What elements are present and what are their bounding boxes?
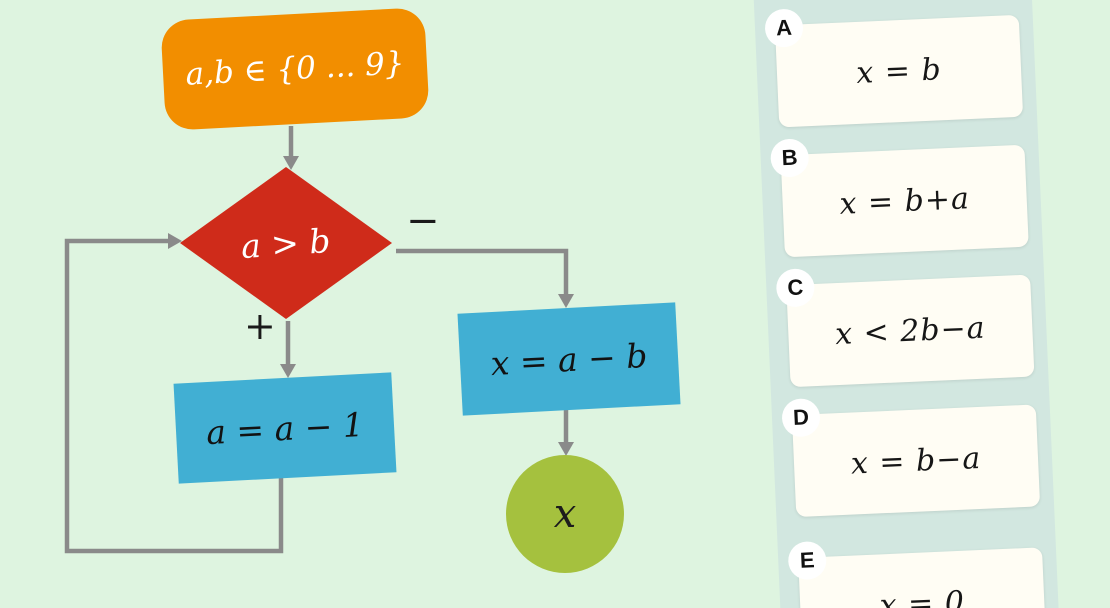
- answer-panel: A x = b B x = b+a C x < 2b−a D x = b−a E…: [752, 0, 1062, 608]
- answer-card-a[interactable]: A x = b: [764, 8, 1024, 128]
- answer-formula-e: x = 0: [878, 584, 966, 608]
- answer-badge-a: A: [764, 8, 804, 48]
- loop-process-node: a = a − 1: [173, 372, 397, 484]
- true-branch-label: +: [244, 304, 276, 348]
- answer-badge-e: E: [787, 540, 828, 581]
- answer-card-e[interactable]: E x = 0: [787, 540, 1047, 608]
- answer-formula-c: x < 2b−a: [834, 310, 987, 352]
- answer-card-d[interactable]: D x = b−a: [781, 397, 1041, 518]
- answer-badge-b: B: [769, 138, 810, 178]
- answer-formula-b: x = b+a: [838, 180, 971, 222]
- output-node-label: x: [553, 491, 577, 537]
- answer-card-c[interactable]: C x < 2b−a: [775, 268, 1035, 388]
- false-branch-label: −: [406, 198, 440, 244]
- answer-badge-c: C: [775, 268, 816, 308]
- result-process-label: x = a − b: [489, 335, 649, 383]
- answer-badge-d: D: [781, 397, 821, 438]
- answer-card-b[interactable]: B x = b+a: [769, 138, 1029, 258]
- loop-process-label: a = a − 1: [205, 404, 365, 452]
- answer-formula-d: x = b−a: [850, 440, 982, 482]
- start-node-label: a,b ∈ {0 ... 9}: [184, 45, 406, 93]
- start-node: a,b ∈ {0 ... 9}: [160, 7, 430, 131]
- output-node: x: [506, 455, 624, 573]
- result-process-node: x = a − b: [457, 302, 681, 416]
- answer-formula-a: x = b: [855, 51, 943, 91]
- decision-node-label: a > b: [240, 220, 332, 266]
